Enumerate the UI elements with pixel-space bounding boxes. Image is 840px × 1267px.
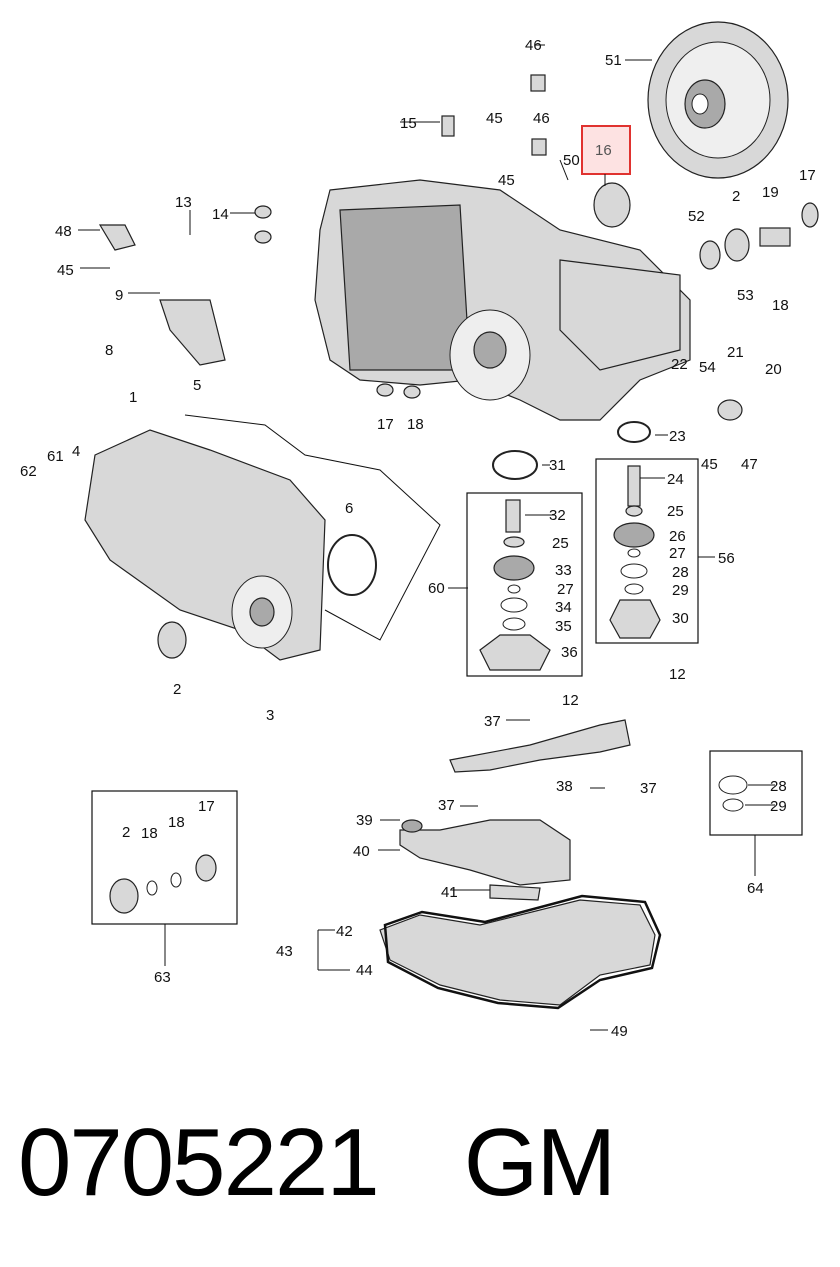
callout-13: 13 [175,194,192,211]
seal-6 [327,534,377,596]
callout-45c: 45 [57,262,74,279]
callout-4: 4 [72,443,80,460]
callout-31: 31 [549,457,566,474]
callout-39: 39 [356,812,373,829]
callout-54: 54 [699,359,716,376]
callout-26: 26 [669,528,686,545]
small-parts [98,74,819,659]
callout-14: 14 [212,206,229,223]
callout-36: 36 [561,644,578,661]
callout-56: 56 [718,550,735,567]
callout-23: 23 [669,428,686,445]
callout-60: 60 [428,580,445,597]
callout-1: 1 [129,389,137,406]
callout-5: 5 [193,377,201,394]
callout-44: 44 [356,962,373,979]
callout-34: 34 [555,599,572,616]
highlighted-part-box [581,125,631,175]
part-number-text: 0705221 [18,1109,380,1216]
callout-62: 62 [20,463,37,480]
callout-19: 19 [762,184,779,201]
callout-53: 53 [737,287,754,304]
callout-50: 50 [563,152,580,169]
callout-17b: 17 [377,416,394,433]
callout-25: 25 [552,535,569,552]
callout-33: 33 [555,562,572,579]
callout-18c: 18 [141,825,158,842]
torque-converter [647,21,789,179]
callout-32: 32 [549,507,566,524]
leader-lines [78,44,775,1031]
callout-28b: 28 [770,778,787,795]
callout-27: 27 [557,581,574,598]
brand-text: GM [463,1109,617,1216]
callout-37: 37 [484,713,501,730]
callout-18: 18 [772,297,789,314]
transmission-housing [314,179,691,421]
callout-17: 17 [799,167,816,184]
callout-30: 30 [672,610,689,627]
callout-61: 61 [47,448,64,465]
callout-21: 21 [727,344,744,361]
callout-47: 47 [741,456,758,473]
servo-box-60 [466,492,583,677]
callout-9: 9 [115,287,123,304]
callout-37b: 37 [438,797,455,814]
oil-filter [399,819,571,886]
callout-22: 22 [671,356,688,373]
side-cover [84,414,441,661]
callout-46: 46 [525,37,542,54]
callout-2c: 2 [122,824,130,841]
callout-52: 52 [688,208,705,225]
seal-box-63 [91,790,238,966]
callout-40: 40 [353,843,370,860]
seal-16 [593,182,631,228]
callout-28: 28 [672,564,689,581]
callout-63: 63 [154,969,171,986]
callout-17c: 17 [198,798,215,815]
callout-8: 8 [105,342,113,359]
callout-3: 3 [266,707,274,724]
callout-18d: 18 [168,814,185,831]
callout-45: 45 [486,110,503,127]
callout-38: 38 [556,778,573,795]
callout-29: 29 [672,582,689,599]
callout-41: 41 [441,884,458,901]
callout-20: 20 [765,361,782,378]
callout-12: 12 [562,692,579,709]
callout-15: 15 [400,115,417,132]
callout-42: 42 [336,923,353,940]
filter-bracket [489,884,541,901]
callout-25b: 25 [667,503,684,520]
oil-pan [379,894,662,1010]
callout-24: 24 [667,471,684,488]
callout-29b: 29 [770,798,787,815]
bracket-38 [449,719,631,773]
callout-64: 64 [747,880,764,897]
callout-12b: 12 [669,666,686,683]
exploded-parts-diagram: 1 2 2 2 3 4 5 6 8 9 12 12 13 14 15 16 17… [20,21,819,1040]
callout-43: 43 [276,943,293,960]
callout-37c: 37 [640,780,657,797]
callout-labels: 1 2 2 2 3 4 5 6 8 9 12 12 13 14 15 16 17… [20,37,816,1040]
callout-6: 6 [345,500,353,517]
seal-box-64 [709,750,803,876]
callout-27b: 27 [669,545,686,562]
callout-18b: 18 [407,416,424,433]
callout-51: 51 [605,52,622,69]
caption: 0705221 GM [18,1108,617,1218]
callout-45d: 45 [701,456,718,473]
callout-46b: 46 [533,110,550,127]
callout-49: 49 [611,1023,628,1040]
callout-2b: 2 [173,681,181,698]
callout-2: 2 [732,188,740,205]
servo-box-56 [595,458,699,644]
callout-45b: 45 [498,172,515,189]
callout-16: 16 [595,142,612,159]
callout-35: 35 [555,618,572,635]
callout-48: 48 [55,223,72,240]
